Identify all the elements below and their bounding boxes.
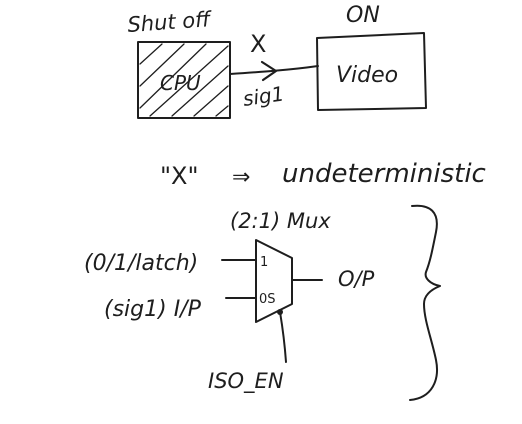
cpu-hatching <box>139 43 229 117</box>
mux-diagram: (2:1) Mux 1 0S (0/1/latch) (sig1) I/P O/… <box>84 204 441 401</box>
mux-pin-0s: 0S <box>259 292 276 307</box>
unknown-marker-x: X <box>250 30 266 58</box>
signal-label: sig1 <box>241 81 285 111</box>
mux-pin-1: 1 <box>260 255 268 270</box>
video-name: Video <box>336 63 398 88</box>
cpu-box <box>137 41 231 119</box>
statement-line: "X" ⇒ undeterministic <box>160 159 486 190</box>
mux-body <box>255 239 293 323</box>
video-box <box>316 32 427 111</box>
top-diagram: Shut off CPU ON Video <box>127 3 427 119</box>
select-wire <box>279 311 287 363</box>
right-brace <box>409 204 441 401</box>
input-1-label: (0/1/latch) <box>84 251 198 276</box>
cpu-block: CPU <box>137 41 231 119</box>
video-block: Video <box>316 32 427 111</box>
input-2-label: (sig1) I/P <box>104 297 202 322</box>
video-state-label: ON <box>346 3 380 28</box>
output-label: O/P <box>338 267 375 291</box>
implies-arrow: ⇒ <box>232 165 250 190</box>
select-label: ISO_EN <box>208 369 284 394</box>
x-symbol: "X" <box>160 162 199 190</box>
arrow-head <box>260 60 278 82</box>
meaning-text: undeterministic <box>282 159 486 189</box>
mux-title: (2:1) Mux <box>230 209 331 233</box>
cpu-state-label: Shut off <box>127 7 214 37</box>
cpu-name: CPU <box>160 71 201 95</box>
cpu-video-connection <box>229 60 319 82</box>
